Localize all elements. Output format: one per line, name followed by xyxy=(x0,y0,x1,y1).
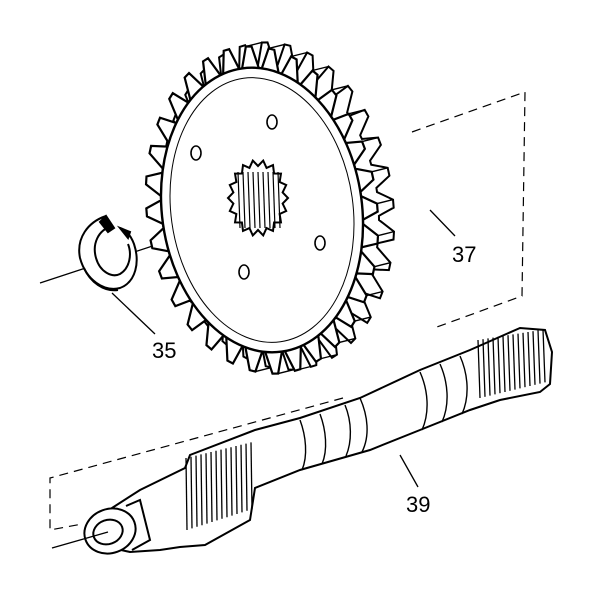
bore-spline xyxy=(257,171,261,229)
bolt-hole xyxy=(314,235,326,251)
spline-line xyxy=(477,339,481,399)
leader-lines xyxy=(111,209,456,488)
spline-line xyxy=(502,335,506,393)
bore-spline xyxy=(277,171,281,229)
bolt-hole xyxy=(190,145,202,161)
gear-tooth-edge xyxy=(320,353,338,360)
spline-line xyxy=(215,450,218,521)
gear-tooth-edge xyxy=(377,230,395,237)
shaft-end-collar xyxy=(125,498,152,551)
spline-line xyxy=(487,338,491,396)
gear-tooth-edge xyxy=(374,261,391,268)
gear-tooth-edge xyxy=(361,136,379,143)
shaft-mid-splines xyxy=(185,442,253,531)
leader-35 xyxy=(111,292,156,335)
spline-line xyxy=(220,449,223,519)
spline-line xyxy=(537,330,541,384)
gear-face-inner-rim xyxy=(169,77,355,343)
spline-line xyxy=(492,337,496,395)
gear-tooth-edge xyxy=(366,290,383,297)
gear-tooth-edge xyxy=(300,364,317,370)
spline-line xyxy=(527,331,531,387)
spline-line xyxy=(225,448,228,518)
spline-line xyxy=(507,335,511,391)
callout-37: 37 xyxy=(452,242,476,267)
snap-ring-part xyxy=(78,214,138,292)
spline-line xyxy=(542,329,546,383)
spline-line xyxy=(210,451,213,523)
spline-line xyxy=(517,333,521,389)
gear-bolt-holes xyxy=(190,114,326,280)
leader-37 xyxy=(429,209,456,237)
spline-line xyxy=(482,339,486,397)
spline-line xyxy=(532,331,536,385)
spline-line xyxy=(497,336,501,394)
spline-line xyxy=(195,455,198,527)
shaft-right-splines xyxy=(477,329,546,399)
spline-line xyxy=(230,447,233,516)
gear-tooth-edge xyxy=(354,316,371,322)
spline-line xyxy=(522,332,526,388)
bore-spline xyxy=(272,171,276,229)
spline-line xyxy=(240,444,243,513)
bolt-hole xyxy=(266,114,278,130)
spline-line xyxy=(190,456,193,529)
gear-tooth-edge xyxy=(348,109,365,115)
spline-line xyxy=(235,445,238,515)
gear-tooth-edge xyxy=(331,85,349,91)
gear-part xyxy=(144,41,395,375)
bore-spline xyxy=(237,171,241,229)
leader-39 xyxy=(399,454,419,488)
bore-spline xyxy=(262,171,266,229)
spline-line xyxy=(512,334,516,390)
spline-line xyxy=(205,453,208,524)
gear-tooth-edge xyxy=(290,51,308,58)
output-shaft-part xyxy=(83,326,554,555)
centerline-shaft xyxy=(51,531,109,549)
bore-spline xyxy=(252,171,256,229)
gear-tooth-edge xyxy=(277,368,295,375)
callout-39: 39 xyxy=(406,492,430,517)
bore-spline xyxy=(242,171,246,229)
spline-line xyxy=(200,454,203,526)
shaft-grooves xyxy=(299,355,468,471)
bore-spline xyxy=(267,171,271,229)
gear-tooth-edge xyxy=(312,65,329,72)
assembly-dashed-lines xyxy=(49,91,526,531)
gear-tooth-edge xyxy=(371,167,388,173)
spline-line xyxy=(185,457,188,531)
gear-tooth-edge xyxy=(268,43,285,50)
spline-line xyxy=(250,442,253,510)
gear-tooth-edge xyxy=(376,198,394,205)
gear-tooth-edge xyxy=(339,337,356,344)
gear-splined-bore xyxy=(226,158,290,238)
bolt-hole xyxy=(238,264,250,280)
gear-tooth-edge xyxy=(255,366,272,373)
spline-line xyxy=(245,443,248,511)
bore-spline xyxy=(247,171,251,229)
callout-35: 35 xyxy=(152,338,176,363)
